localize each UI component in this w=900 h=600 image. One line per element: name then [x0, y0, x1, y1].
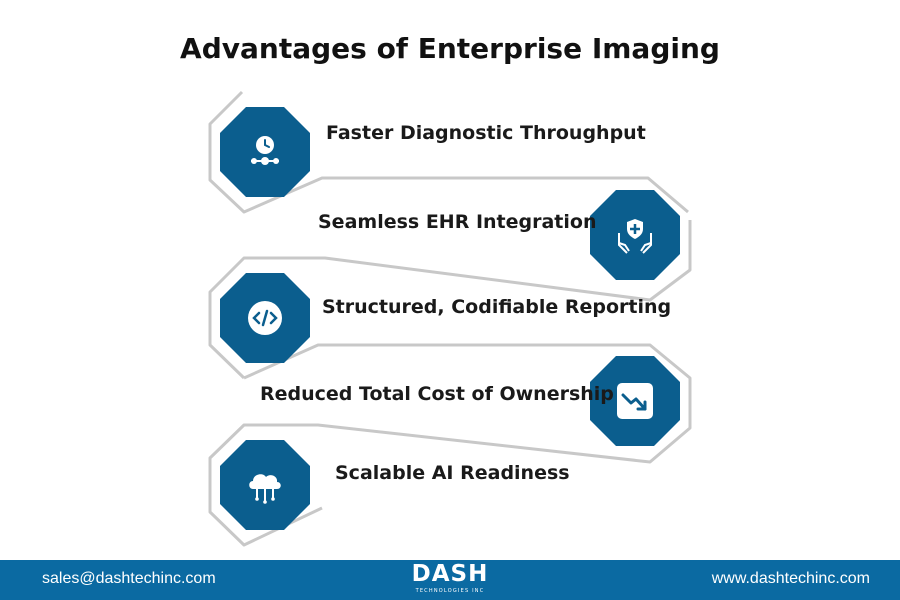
- diagram-title: Advantages of Enterprise Imaging: [180, 32, 720, 65]
- step-5-label: Scalable AI Readiness: [335, 462, 570, 484]
- footer-website[interactable]: www.dashtechinc.com: [711, 570, 870, 587]
- step-1-badge: [220, 107, 310, 197]
- code-icon: [248, 301, 282, 335]
- footer-email[interactable]: sales@dashtechinc.com: [42, 570, 216, 587]
- step-4-badge: [590, 356, 680, 446]
- step-5-badge: [220, 440, 310, 530]
- cloud-network-icon: [249, 474, 281, 504]
- step-3-badge: [220, 273, 310, 363]
- step-4-label: Reduced Total Cost of Ownership: [260, 383, 614, 405]
- footer-bar: sales@dashtechinc.com DASH TECHNOLOGIES …: [0, 560, 900, 600]
- step-2-badge: [590, 190, 680, 280]
- logo-subtext: TECHNOLOGIES INC: [415, 588, 485, 594]
- step-1-label: Faster Diagnostic Throughput: [326, 122, 646, 144]
- connector-lines: [208, 90, 692, 547]
- step-3-label: Structured, Codifiable Reporting: [322, 296, 672, 318]
- trend-down-icon: [617, 383, 653, 419]
- company-logo: DASH TECHNOLOGIES INC: [400, 562, 500, 598]
- step-2-label: Seamless EHR Integration: [318, 211, 597, 233]
- hands-shield-icon: [618, 219, 652, 254]
- logo-wordmark: DASH: [411, 561, 489, 587]
- clock-timeline-icon: [251, 136, 279, 165]
